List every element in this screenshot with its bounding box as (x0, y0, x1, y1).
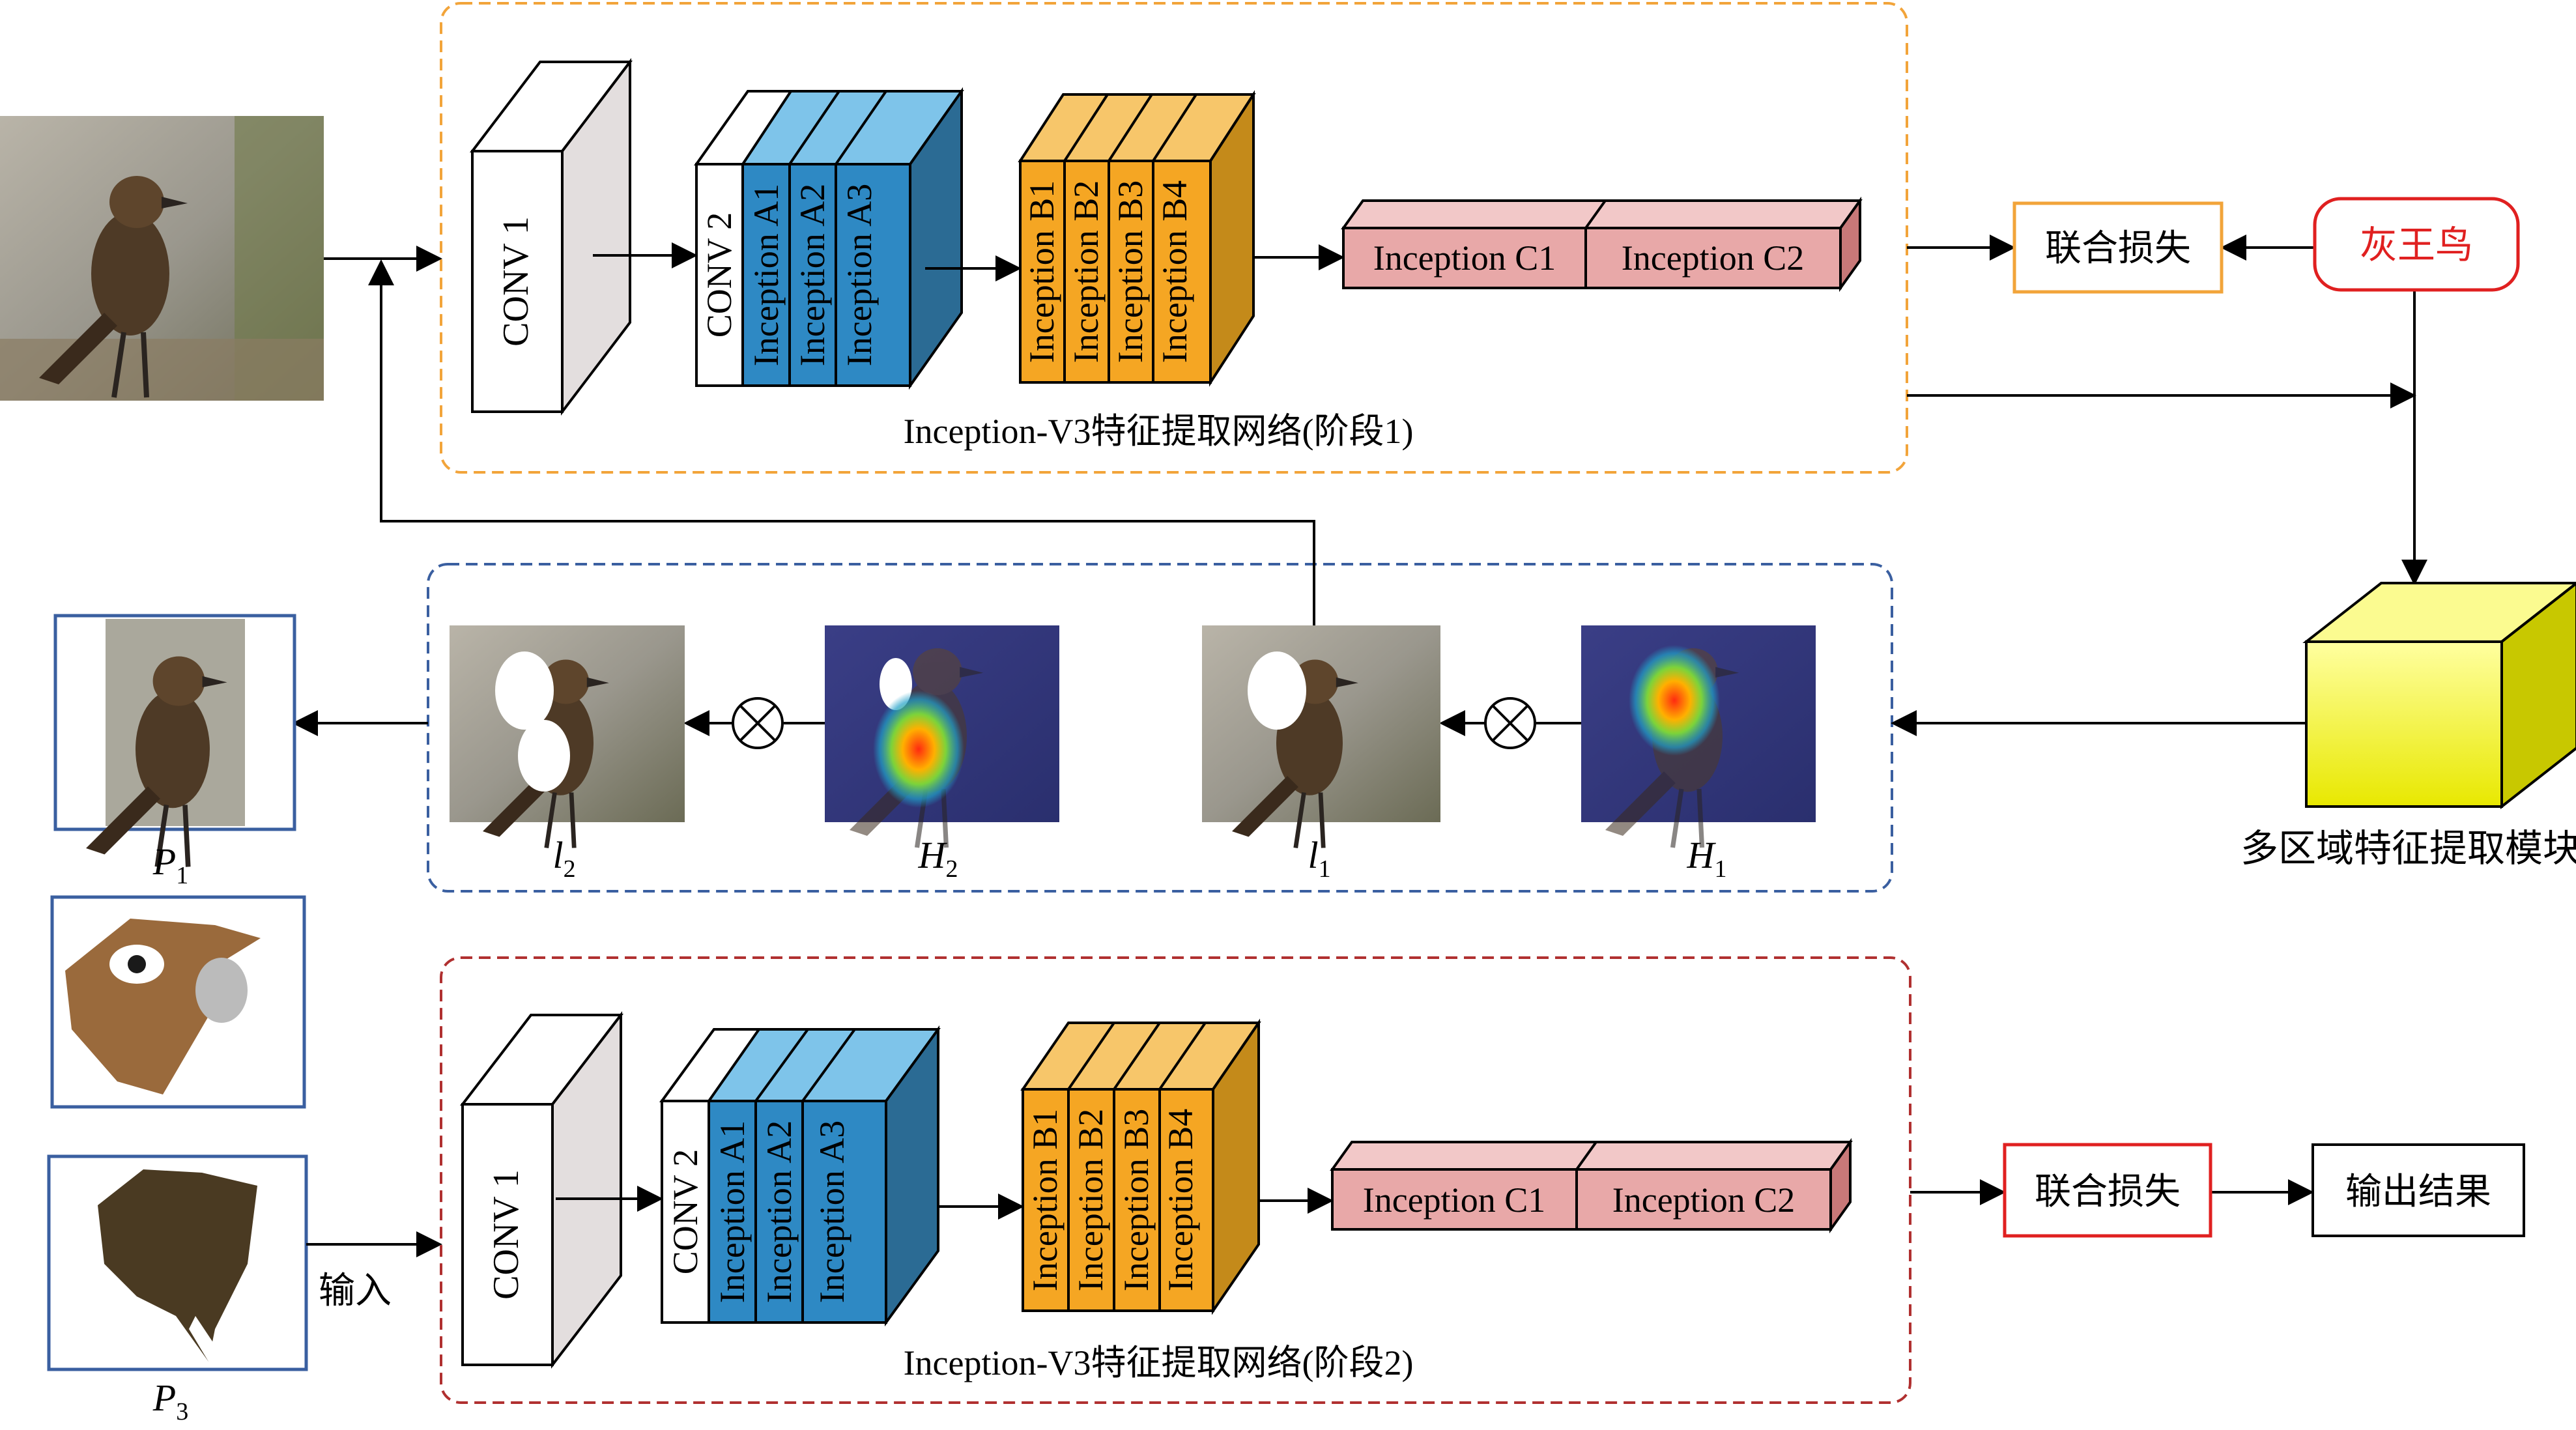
stage2-inception-b4-label: Inception B4 (1161, 1109, 1200, 1291)
stage2-inception-b1-label: Inception B1 (1025, 1109, 1065, 1291)
stage2-inception-b2-label: Inception B2 (1071, 1109, 1110, 1291)
stage2-inception-c2-label: Inception C2 (1612, 1180, 1795, 1220)
stage1-inception-c2-label: Inception C2 (1622, 238, 1804, 278)
output-box: 输出结果 (2311, 1143, 2525, 1237)
stage1-caption: Inception-V3特征提取网络(阶段1) (904, 412, 1414, 451)
H2-label: H2 (918, 834, 958, 883)
middle-frame (427, 563, 1893, 893)
stage2-inception-b-block: Inception B1 Inception B2 Inception B3 I… (1020, 1018, 1261, 1315)
input-label: 输入 (319, 1270, 392, 1312)
l2-label: l2 (552, 834, 575, 883)
heatmap-H1 (1581, 625, 1816, 848)
stage1-inception-b2-label: Inception B2 (1066, 180, 1106, 363)
stage2-caption: Inception-V3特征提取网络(阶段2) (904, 1343, 1414, 1382)
part-image-P1 (53, 614, 296, 867)
H1-label: H1 (1687, 834, 1727, 883)
stage1-inception-a-block: CONV 2 Inception A1 Inception A2 Incepti… (694, 87, 964, 390)
loss2-box: 联合损失 (2003, 1143, 2212, 1238)
multiply-operator-1 (1484, 697, 1536, 749)
stage1-inception-b4-label: Inception B4 (1155, 180, 1194, 363)
stage1-inception-c1-label: Inception C1 (1373, 238, 1556, 278)
stage1-inception-a1-label: Inception A1 (747, 184, 786, 366)
stage1-inception-b1-label: Inception B1 (1022, 180, 1061, 363)
stage2-conv2-label: CONV 2 (666, 1149, 705, 1275)
heatmap-H2 (825, 625, 1059, 848)
stage1-frame (440, 2, 1908, 474)
output-label: 输出结果 (2345, 1171, 2491, 1213)
stage1-conv1-block: CONV 1 (469, 58, 633, 416)
stage1-inception-b3-label: Inception B3 (1111, 180, 1150, 363)
stage1-inception-b-block: Inception B1 Inception B2 Inception B3 I… (1018, 90, 1256, 387)
multiply-operator-2 (732, 697, 784, 749)
loss1-label: 联合损失 (2045, 227, 2191, 270)
stage2-inception-a2-label: Inception A2 (760, 1121, 799, 1303)
l1-label: l1 (1308, 834, 1330, 883)
P1-label: P1 (152, 840, 188, 889)
masked-image-l2 (450, 625, 685, 848)
masked-image-l1 (1202, 625, 1440, 848)
stage2-conv1-block: CONV 1 (459, 1011, 624, 1369)
stage2-frame (440, 956, 1911, 1404)
stage1-inception-a3-label: Inception A3 (840, 184, 879, 366)
arrow-l1-feedback-to-input (368, 259, 1315, 625)
stage1-inception-a2-label: Inception A2 (793, 184, 832, 366)
module-label: 多区域特征提取模块 (2240, 826, 2576, 870)
input-bird-photo (0, 116, 324, 401)
stage2-inception-c1-label: Inception C1 (1363, 1180, 1545, 1220)
ground-truth-label-box: 灰王鸟 (2313, 197, 2520, 292)
stage2-inception-c-block: Inception C1 Inception C2 (1330, 1137, 1853, 1234)
part-image-P2 (50, 895, 306, 1109)
stage2-conv1-label: CONV 1 (486, 1169, 526, 1300)
part-image-P3 (47, 1154, 308, 1371)
multi-region-module-cube (2302, 582, 2576, 810)
stage2-inception-b3-label: Inception B3 (1117, 1109, 1156, 1291)
stage2-inception-a1-label: Inception A1 (713, 1121, 752, 1303)
stage2-inception-a-block: CONV 2 Inception A1 Inception A2 Incepti… (659, 1025, 941, 1327)
ground-truth-label: 灰王鸟 (2360, 223, 2473, 267)
stage1-inception-c-block: Inception C1 Inception C2 (1341, 196, 1863, 293)
loss2-label: 联合损失 (2035, 1171, 2181, 1213)
stage2-inception-a3-label: Inception A3 (812, 1121, 852, 1303)
loss1-box: 联合损失 (2012, 201, 2224, 294)
stage1-conv2-label: CONV 2 (700, 212, 739, 338)
P3-label: P3 (152, 1377, 188, 1425)
stage1-conv1-label: CONV 1 (496, 216, 536, 347)
